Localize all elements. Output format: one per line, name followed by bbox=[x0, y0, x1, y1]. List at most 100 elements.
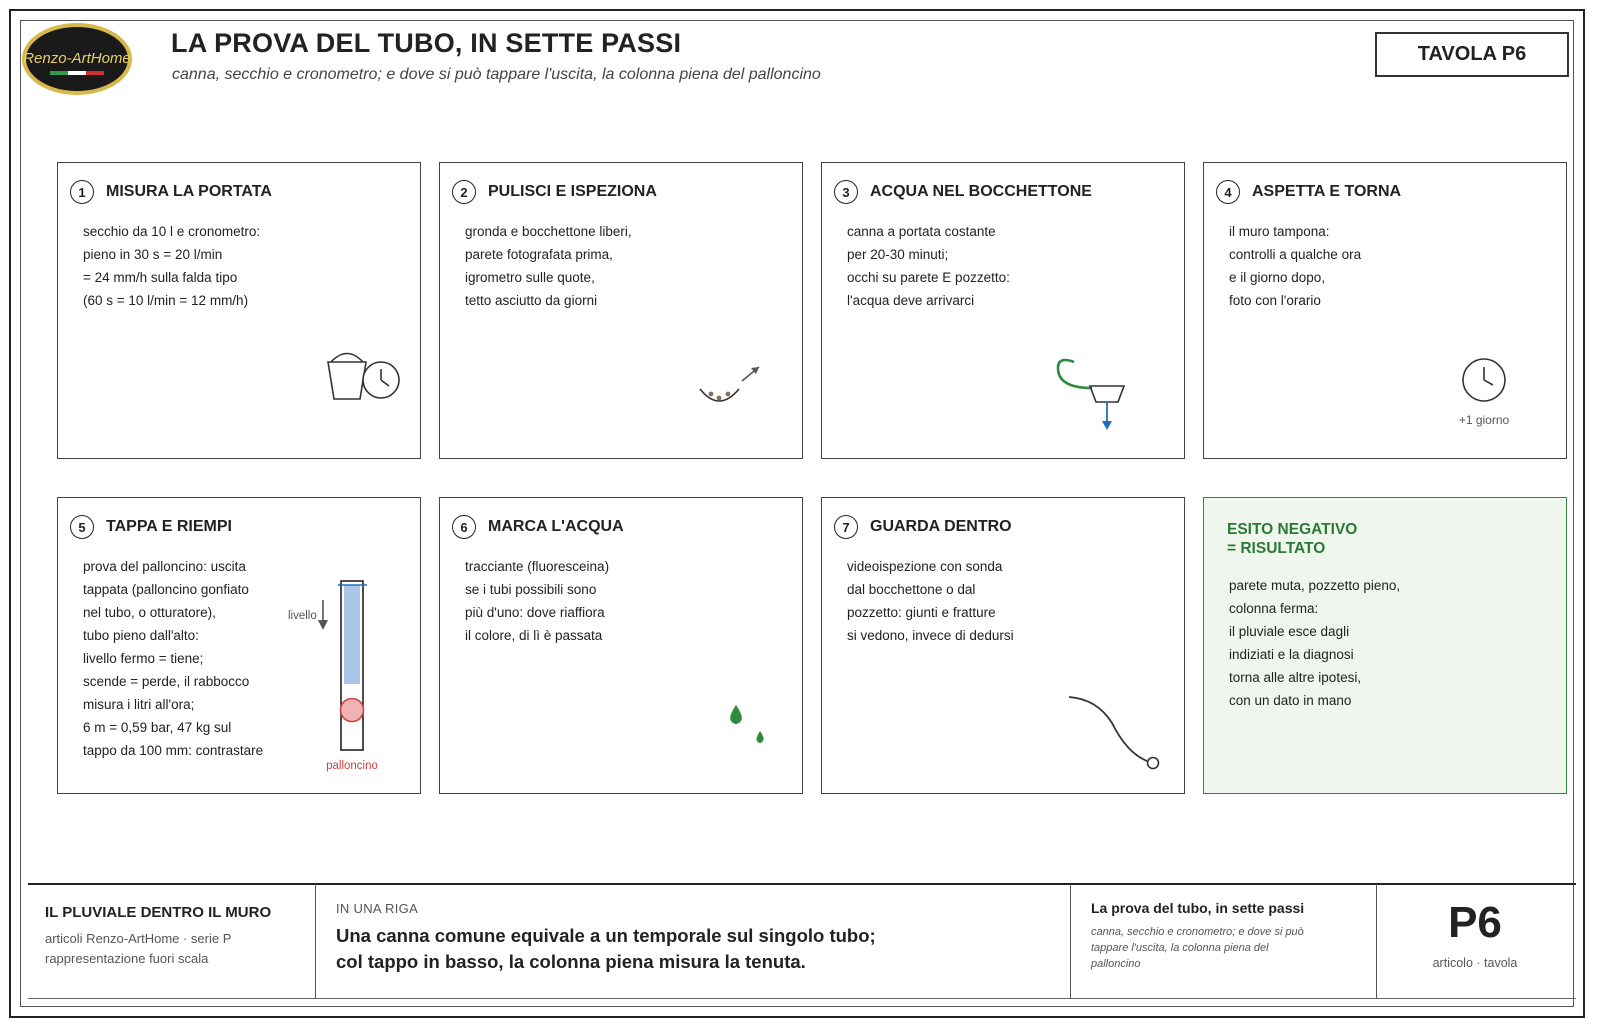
clock-icon bbox=[1462, 358, 1506, 402]
footer-divider-bottom bbox=[28, 998, 1576, 999]
level-label: livello bbox=[288, 610, 317, 622]
card-line: si vedono, invece di dedursi bbox=[847, 628, 1014, 643]
card-title: ACQUA NEL BOCCHETTONE bbox=[870, 183, 1092, 200]
card-line: secchio da 10 l e cronometro: bbox=[83, 224, 261, 239]
hose-funnel-icon bbox=[1056, 358, 1126, 430]
step-number: 3 bbox=[834, 180, 858, 204]
card-line: il muro tampona: bbox=[1229, 224, 1330, 239]
card-line: per 20-30 minuti; bbox=[847, 247, 949, 262]
card-title: MARCA L'ACQUA bbox=[488, 518, 624, 535]
card-text: canna a portata costante per 20-30 minut… bbox=[847, 220, 1010, 312]
card-text: secchio da 10 l e cronometro: pieno in 3… bbox=[83, 220, 260, 312]
card-title: MISURA LA PORTATA bbox=[106, 183, 272, 200]
plate-label: TAVOLA P6 bbox=[1375, 32, 1569, 77]
icon-caption: +1 giorno bbox=[1458, 413, 1510, 427]
result-text: parete muta, pozzetto pieno, colonna fer… bbox=[1229, 574, 1400, 712]
card-line: canna a portata costante bbox=[847, 224, 996, 239]
card-line: igrometro sulle quote, bbox=[465, 270, 595, 285]
card-line: pieno in 30 s = 20 l/min bbox=[83, 247, 223, 262]
card-line: prova del palloncino: uscita bbox=[83, 559, 246, 574]
footer-meta-line: rappresentazione fuori scala bbox=[45, 951, 209, 966]
footer-separator bbox=[1376, 884, 1377, 998]
card-title: PULISCI E ISPEZIONA bbox=[488, 183, 657, 200]
footer-separator bbox=[315, 884, 316, 998]
footer-plate-caption: articolo · tavola bbox=[1432, 956, 1518, 970]
card-line: parete fotografata prima, bbox=[465, 247, 613, 262]
card-header: 2 PULISCI E ISPEZIONA bbox=[452, 180, 657, 204]
card-line: il colore, di lì è passata bbox=[465, 628, 603, 643]
result-line: indiziati e la diagnosi bbox=[1229, 647, 1354, 662]
footer-article-title: La prova del tubo, in sette passi bbox=[1091, 900, 1305, 916]
bucket-stopwatch-icon bbox=[327, 352, 400, 400]
result-line: con un dato in mano bbox=[1229, 693, 1352, 708]
result-line: il pluviale esce dagli bbox=[1229, 624, 1350, 639]
page-title: LA PROVA DEL TUBO, IN SETTE PASSI bbox=[171, 28, 682, 58]
inspection-probe-icon bbox=[1068, 696, 1160, 770]
footer-article-subtitle: canna, secchio e cronometro; e dove si p… bbox=[1091, 924, 1304, 972]
card-line: nel tubo, o otturatore), bbox=[83, 605, 216, 620]
footer-article-subtitle-line: tappare l'uscita, la colonna piena del bbox=[1091, 942, 1269, 954]
card-line: occhi su parete E pozzetto: bbox=[847, 270, 1010, 285]
footer-plate-code: P6 bbox=[1448, 898, 1502, 947]
card-line: (60 s = 10 l/min = 12 mm/h) bbox=[83, 293, 249, 308]
card-line: e il giorno dopo, bbox=[1229, 270, 1326, 285]
arrow-down-icon bbox=[318, 600, 328, 630]
step-card-7: 7 GUARDA DENTRO videoispezione con sonda… bbox=[821, 497, 1185, 794]
card-line: = 24 mm/h sulla falda tipo bbox=[83, 270, 238, 285]
footer-meta: articoli Renzo-ArtHome · serie P rappres… bbox=[45, 929, 231, 969]
footer-divider-top bbox=[28, 883, 1576, 885]
footer-quote-label: IN UNA RIGA bbox=[336, 901, 419, 916]
step-card-4: 4 ASPETTA E TORNA il muro tampona: contr… bbox=[1203, 162, 1567, 459]
step-number: 1 bbox=[70, 180, 94, 204]
footer-separator bbox=[1070, 884, 1071, 998]
card-text: videoispezione con sonda dal bocchettone… bbox=[847, 555, 1014, 647]
card-line: pozzetto: giunti e fratture bbox=[847, 605, 996, 620]
result-title-line: = RISULTATO bbox=[1227, 540, 1326, 557]
step-number: 7 bbox=[834, 515, 858, 539]
footer-meta-line: articoli Renzo-ArtHome · serie P bbox=[45, 931, 232, 946]
balloon-label: palloncino bbox=[326, 760, 378, 772]
page-subtitle: canna, secchio e cronometro; e dove si p… bbox=[172, 66, 821, 83]
step-card-2: 2 PULISCI E ISPEZIONA gronda e bocchetto… bbox=[439, 162, 803, 459]
result-line: colonna ferma: bbox=[1229, 601, 1319, 616]
step-number: 2 bbox=[452, 180, 476, 204]
step-number: 5 bbox=[70, 515, 94, 539]
dye-drops-icon bbox=[730, 705, 764, 743]
card-text: gronda e bocchettone liberi, parete foto… bbox=[465, 220, 632, 312]
result-line: parete muta, pozzetto pieno, bbox=[1229, 578, 1401, 593]
step-card-1: 1 MISURA LA PORTATA secchio da 10 l e cr… bbox=[57, 162, 421, 459]
card-line: controlli a qualche ora bbox=[1229, 247, 1362, 262]
result-card: ESITO NEGATIVO = RISULTATO parete muta, … bbox=[1203, 497, 1567, 794]
footer-quote-line: col tappo in basso, la colonna piena mis… bbox=[336, 951, 806, 972]
card-text: prova del palloncino: uscita tappata (pa… bbox=[83, 555, 263, 762]
card-header: 7 GUARDA DENTRO bbox=[834, 515, 1012, 539]
card-text: tracciante (fluoresceina) se i tubi poss… bbox=[465, 555, 609, 647]
card-title: ASPETTA E TORNA bbox=[1252, 183, 1402, 200]
inner-frame bbox=[20, 20, 1574, 1007]
card-line: più d'uno: dove riaffiora bbox=[465, 605, 605, 620]
card-line: tubo pieno dall'alto: bbox=[83, 628, 199, 643]
card-line: foto con l'orario bbox=[1229, 293, 1321, 308]
gutter-debris-icon bbox=[699, 366, 760, 402]
step-card-5: 5 TAPPA E RIEMPI prova del palloncino: u… bbox=[57, 497, 421, 794]
card-line: livello fermo = tiene; bbox=[83, 651, 204, 666]
card-header: 4 ASPETTA E TORNA bbox=[1216, 180, 1401, 204]
step-number: 6 bbox=[452, 515, 476, 539]
card-line: tetto asciutto da giorni bbox=[465, 293, 598, 308]
card-header: 3 ACQUA NEL BOCCHETTONE bbox=[834, 180, 1092, 204]
card-header: 1 MISURA LA PORTATA bbox=[70, 180, 272, 204]
step-number: 4 bbox=[1216, 180, 1240, 204]
card-text: il muro tampona: controlli a qualche ora… bbox=[1229, 220, 1361, 312]
card-line: misura i litri all'ora; bbox=[83, 697, 195, 712]
card-line: l'acqua deve arrivarci bbox=[847, 293, 975, 308]
card-line: scende = perde, il rabbocco bbox=[83, 674, 250, 689]
card-line: tappata (palloncino gonfiato bbox=[83, 582, 249, 597]
card-line: tracciante (fluoresceina) bbox=[465, 559, 610, 574]
footer-quote: Una canna comune equivale a un temporale… bbox=[336, 923, 876, 975]
step-card-6: 6 MARCA L'ACQUA tracciante (fluoresceina… bbox=[439, 497, 803, 794]
card-line: 6 m = 0,59 bar, 47 kg sul bbox=[83, 720, 232, 735]
logo-text: Renzo-ArtHome bbox=[23, 50, 131, 67]
card-line: se i tubi possibili sono bbox=[465, 582, 597, 597]
card-title: TAPPA E RIEMPI bbox=[106, 518, 232, 535]
footer-article-subtitle-line: palloncino bbox=[1091, 958, 1141, 970]
